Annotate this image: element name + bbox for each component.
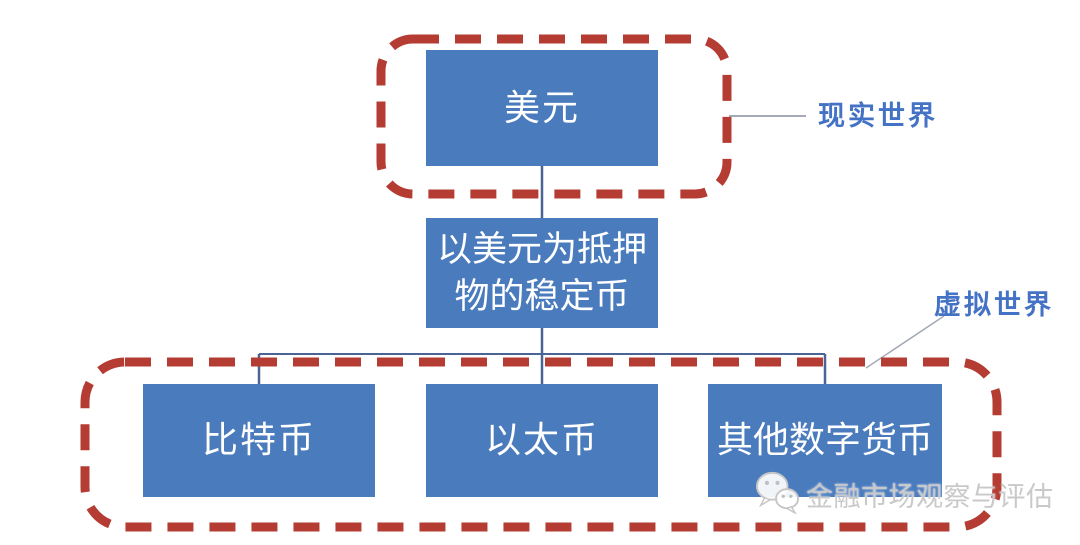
virtual-world-callout-line [865,315,945,369]
node-bitcoin-label: 比特币 [201,419,316,461]
node-other-digital-currency: 其他数字货币 [708,384,942,497]
node-stablecoin-label-line1: 以美元为抵押 [436,230,647,269]
virtual-world-label: 虚拟世界 [934,290,1054,320]
node-ether-label: 以太币 [484,419,599,461]
real-world-group-border [376,34,732,199]
watermark-text: 金融市场观察与评估 [806,482,1054,512]
node-other-digital-currency-label: 其他数字货币 [716,419,933,461]
real-world-label: 现实世界 [818,101,938,131]
node-usd: 美元 [426,50,658,166]
watermark: 金融市场观察与评估 [754,470,1054,519]
wechat-icon [754,470,800,519]
node-ether: 以太币 [426,384,658,497]
node-stablecoin: 以美元为抵押 物的稳定币 [426,218,658,328]
virtual-world-group-border [80,357,1002,532]
node-stablecoin-label-line2: 物的稳定币 [454,277,630,316]
node-bitcoin: 比特币 [143,384,375,497]
node-usd-label: 美元 [503,86,580,128]
